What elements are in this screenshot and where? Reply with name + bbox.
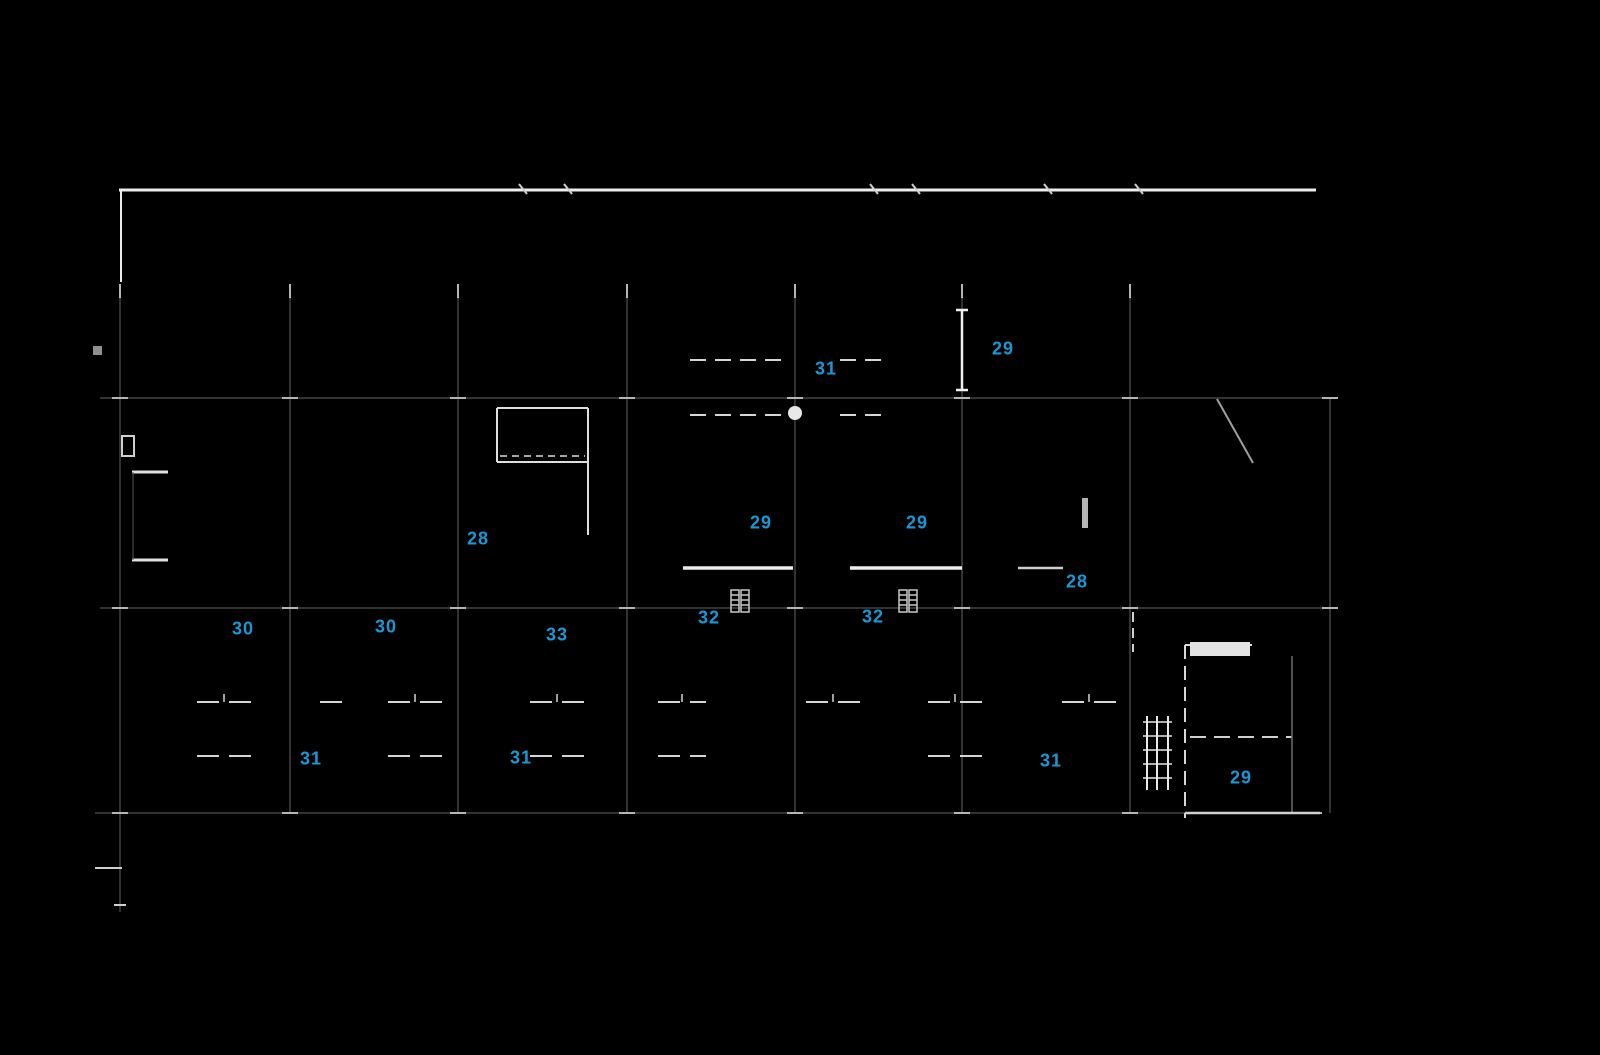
upper-stall-marks (690, 359, 890, 416)
wall-stub-vertical (956, 308, 968, 392)
ladder-icon (1143, 716, 1172, 790)
left-fixtures (93, 346, 168, 562)
ramp-line (1216, 398, 1254, 464)
stair-core (496, 407, 589, 535)
right-room (1184, 642, 1320, 818)
shaft-fixture (1082, 498, 1088, 528)
lower-stall-marks-row1 (197, 694, 1116, 703)
door-symbol-left (730, 589, 750, 613)
column-dot (788, 406, 802, 420)
column-markers (112, 284, 1338, 814)
door-symbol-right (898, 589, 918, 613)
dimension-ticks (518, 183, 1144, 195)
grid-verticals (119, 286, 1331, 912)
boundary-wall (119, 188, 1316, 282)
bottom-left-marks (95, 867, 126, 906)
